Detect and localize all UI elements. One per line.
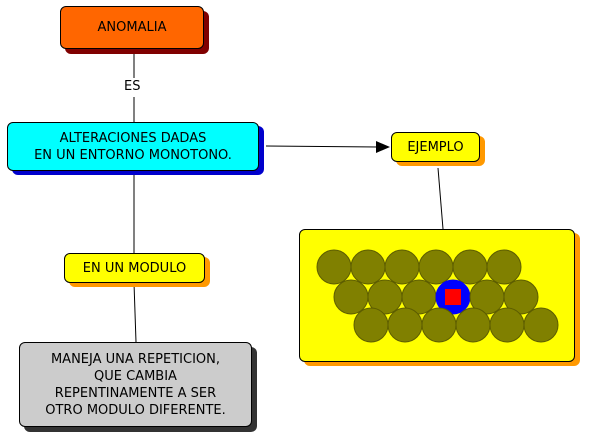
- pattern-circle: [353, 307, 389, 343]
- pattern-circle: [384, 249, 420, 285]
- pattern-circle: [350, 249, 386, 285]
- arrowhead-ejemplo: [376, 141, 390, 153]
- anomaly-square: [445, 289, 461, 305]
- line-modulo-maneja: [133, 282, 137, 343]
- line-ejemplo-image: [437, 167, 444, 230]
- pattern-circle: [333, 279, 369, 315]
- pattern-circle: [316, 249, 352, 285]
- link-label-es: ES: [122, 79, 143, 94]
- circle-pattern-image: [316, 249, 559, 343]
- pattern-circle: [418, 249, 454, 285]
- pattern-circle: [455, 307, 491, 343]
- example-image-node[interactable]: [299, 229, 575, 362]
- pattern-circle: [489, 307, 525, 343]
- concept-en-un-modulo[interactable]: EN UN MODULO: [64, 253, 205, 283]
- pattern-circle: [486, 249, 522, 285]
- pattern-circle: [503, 279, 539, 315]
- concept-ejemplo[interactable]: EJEMPLO: [391, 132, 480, 162]
- concept-maneja-repeticion[interactable]: MANEJA UNA REPETICION, QUE CAMBIA REPENT…: [19, 342, 252, 427]
- concept-anomalia[interactable]: ANOMALIA: [60, 6, 204, 49]
- pattern-circle: [387, 307, 423, 343]
- arrow-alteraciones-ejemplo: [265, 145, 379, 148]
- pattern-circle: [523, 307, 559, 343]
- concept-alteraciones[interactable]: ALTERACIONES DADAS EN UN ENTORNO MONOTON…: [7, 122, 259, 171]
- pattern-circle: [452, 249, 488, 285]
- pattern-circle: [421, 307, 457, 343]
